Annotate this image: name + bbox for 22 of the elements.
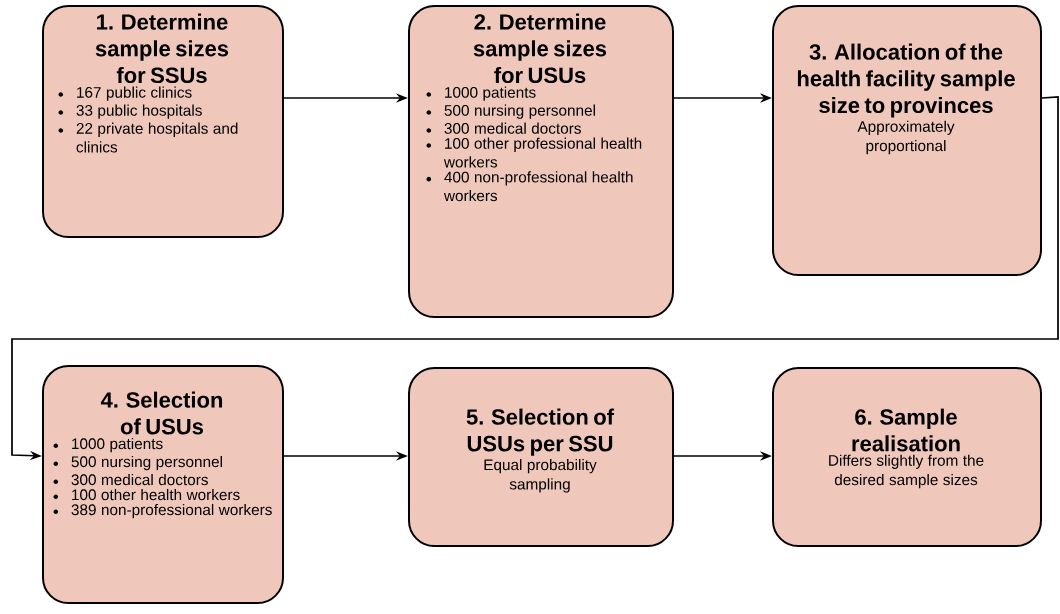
bullet-item: 100 other health workers (53, 488, 240, 501)
bullet-item: 300 medical doctors (53, 473, 208, 486)
bullet-item: 1000 patients (426, 86, 536, 101)
bullet-item: 167 public clinics (58, 86, 192, 101)
bullet-item: 500 nursing personnel (426, 104, 595, 119)
box-description: Equal probability sampling (484, 459, 597, 493)
box-heading: 2. Determine sample sizes for USUs (473, 13, 607, 84)
bullet-item: 1000 patients (53, 437, 163, 453)
bullet-item: 389 non-professional workers (53, 503, 272, 519)
box-heading: 3. Allocation of the health facility sample size to provinces (797, 43, 1015, 118)
box-heading: 5. Selection of USUs per SSU (466, 408, 615, 456)
box-heading: 6. Sample realisation (852, 408, 960, 452)
box-description: Approximately proportional (857, 120, 955, 155)
bullet-item: 22 private hospitals and clinics (58, 122, 238, 153)
bullet-item: 100 other professional health workers (426, 137, 642, 168)
box-heading: 1. Determine sample sizes for SSUs (95, 13, 229, 84)
box-heading: 4. Selection of USUs (100, 391, 223, 435)
bullet-item: 33 public hospitals (58, 104, 202, 119)
box-description: Differs slightly from the desired sample sizes (829, 454, 984, 489)
bullet-item: 500 nursing personnel (53, 455, 222, 471)
bullet-item: 300 medical doctors (426, 122, 581, 134)
bullet-item: 400 non-professional health workers (426, 171, 633, 202)
